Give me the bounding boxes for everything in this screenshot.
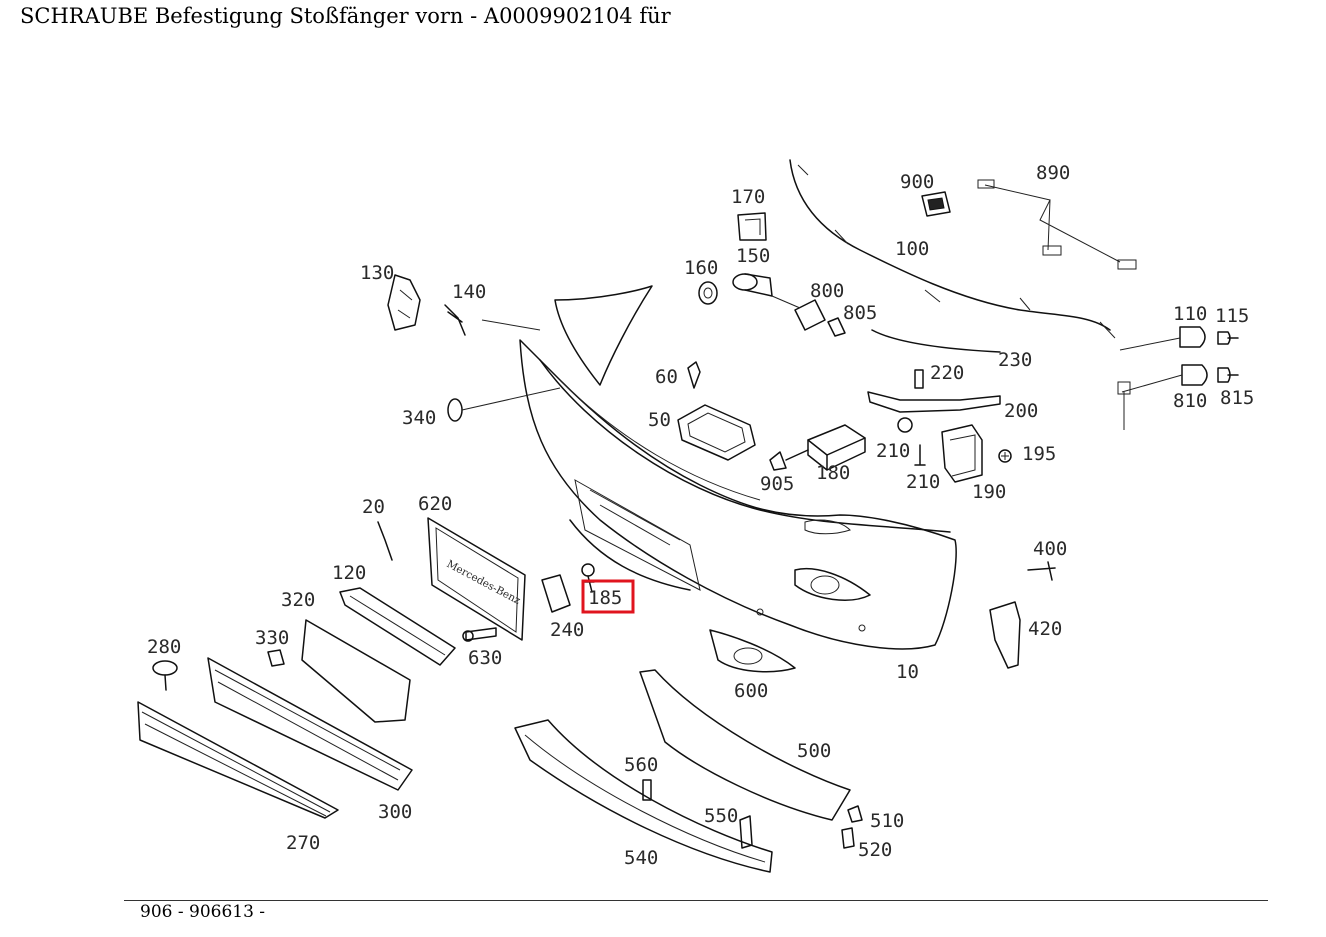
spoiler-500[interactable]: [639, 669, 851, 821]
bracket-200[interactable]: [867, 391, 1001, 413]
clip-560[interactable]: [642, 779, 652, 801]
ring-160[interactable]: [698, 281, 718, 305]
clip-210[interactable]: [897, 417, 926, 466]
sensor-150[interactable]: [732, 273, 773, 297]
label-500[interactable]: 500: [797, 740, 831, 762]
clip-510[interactable]: [847, 805, 863, 823]
screw-400[interactable]: [1027, 561, 1056, 581]
clip-170[interactable]: [737, 212, 767, 241]
label-815[interactable]: 815: [1220, 387, 1254, 409]
grille-270[interactable]: [137, 701, 339, 819]
label-900[interactable]: 900: [900, 171, 934, 193]
connector-110[interactable]: [1119, 326, 1206, 351]
label-620[interactable]: 620: [418, 493, 452, 515]
label-100[interactable]: 100: [895, 238, 929, 260]
label-540[interactable]: 540: [624, 847, 658, 869]
holder-190[interactable]: [941, 424, 983, 483]
label-190[interactable]: 190: [972, 481, 1006, 503]
license-plate-620[interactable]: Mercedes-Benz: [427, 517, 526, 641]
label-130[interactable]: 130: [360, 262, 394, 284]
label-520[interactable]: 520: [858, 839, 892, 861]
bracket-140[interactable]: [444, 304, 541, 336]
connector-810[interactable]: [1117, 364, 1208, 430]
clip-330[interactable]: [267, 649, 285, 667]
part-50-frame[interactable]: [677, 404, 756, 461]
label-510[interactable]: 510: [870, 810, 904, 832]
label-890[interactable]: 890: [1036, 162, 1070, 184]
label-110[interactable]: 110: [1173, 303, 1207, 325]
label-200[interactable]: 200: [1004, 400, 1038, 422]
cap-905[interactable]: [769, 449, 809, 471]
clip-340[interactable]: [447, 387, 561, 422]
part-120[interactable]: [339, 587, 456, 666]
bracket-130[interactable]: [387, 274, 421, 331]
label-560[interactable]: 560: [624, 754, 658, 776]
screw-630[interactable]: [462, 627, 497, 642]
wiring-harness-100[interactable]: [789, 159, 1116, 353]
label-10[interactable]: 10: [896, 661, 919, 683]
bracket-20[interactable]: [377, 521, 393, 561]
cap-805[interactable]: [827, 317, 846, 337]
label-210a[interactable]: 210: [876, 440, 910, 462]
label-185[interactable]: 185: [588, 587, 622, 609]
label-210b[interactable]: 210: [906, 471, 940, 493]
label-140[interactable]: 140: [452, 281, 486, 303]
label-220[interactable]: 220: [930, 362, 964, 384]
label-230[interactable]: 230: [998, 349, 1032, 371]
sensor-800[interactable]: [771, 295, 826, 331]
label-330[interactable]: 330: [255, 627, 289, 649]
harness-890[interactable]: [977, 179, 1137, 270]
panel-320[interactable]: [301, 619, 411, 723]
label-180[interactable]: 180: [816, 462, 850, 484]
footer-text: 906 - 906613 -: [140, 902, 266, 922]
part-labels: 10 20 50 60 100 110 115 120 130 140 150 …: [147, 162, 1254, 869]
connector-115[interactable]: [1217, 331, 1239, 345]
label-150[interactable]: 150: [736, 245, 770, 267]
lip-540[interactable]: [514, 719, 773, 873]
page-title: SCHRAUBE Befestigung Stoßfänger vorn - A…: [20, 4, 671, 28]
footer-divider: [124, 900, 1268, 901]
module-180[interactable]: [807, 424, 866, 471]
label-810[interactable]: 810: [1173, 390, 1207, 412]
label-120[interactable]: 120: [332, 562, 366, 584]
connector-815[interactable]: [1217, 367, 1239, 383]
sensor-900[interactable]: [921, 191, 951, 217]
label-240[interactable]: 240: [550, 619, 584, 641]
label-60[interactable]: 60: [655, 366, 678, 388]
label-160[interactable]: 160: [684, 257, 718, 279]
clip-550[interactable]: [739, 815, 753, 849]
screw-280[interactable]: [152, 660, 178, 691]
screw-195[interactable]: [998, 449, 1012, 463]
label-270[interactable]: 270: [286, 832, 320, 854]
label-20[interactable]: 20: [362, 496, 385, 518]
label-905[interactable]: 905: [760, 473, 794, 495]
highlight-box: [581, 579, 635, 614]
cover-240[interactable]: [541, 574, 571, 613]
bracket-420[interactable]: [989, 601, 1021, 669]
label-320[interactable]: 320: [281, 589, 315, 611]
label-280[interactable]: 280: [147, 636, 181, 658]
label-115[interactable]: 115: [1215, 305, 1249, 327]
grille-300[interactable]: [207, 657, 413, 791]
part-60-clip[interactable]: [687, 361, 701, 389]
label-420[interactable]: 420: [1028, 618, 1062, 640]
label-805[interactable]: 805: [843, 302, 877, 324]
label-340[interactable]: 340: [402, 407, 436, 429]
label-600[interactable]: 600: [734, 680, 768, 702]
label-195[interactable]: 195: [1022, 443, 1056, 465]
label-170[interactable]: 170: [731, 186, 765, 208]
clip-220[interactable]: [914, 369, 924, 389]
label-400[interactable]: 400: [1033, 538, 1067, 560]
label-630[interactable]: 630: [468, 647, 502, 669]
clip-520[interactable]: [841, 827, 855, 849]
front-bumper[interactable]: [519, 285, 957, 650]
grille-600[interactable]: [709, 629, 796, 673]
label-50[interactable]: 50: [648, 409, 671, 431]
label-300[interactable]: 300: [378, 801, 412, 823]
label-550[interactable]: 550: [704, 805, 738, 827]
label-800[interactable]: 800: [810, 280, 844, 302]
